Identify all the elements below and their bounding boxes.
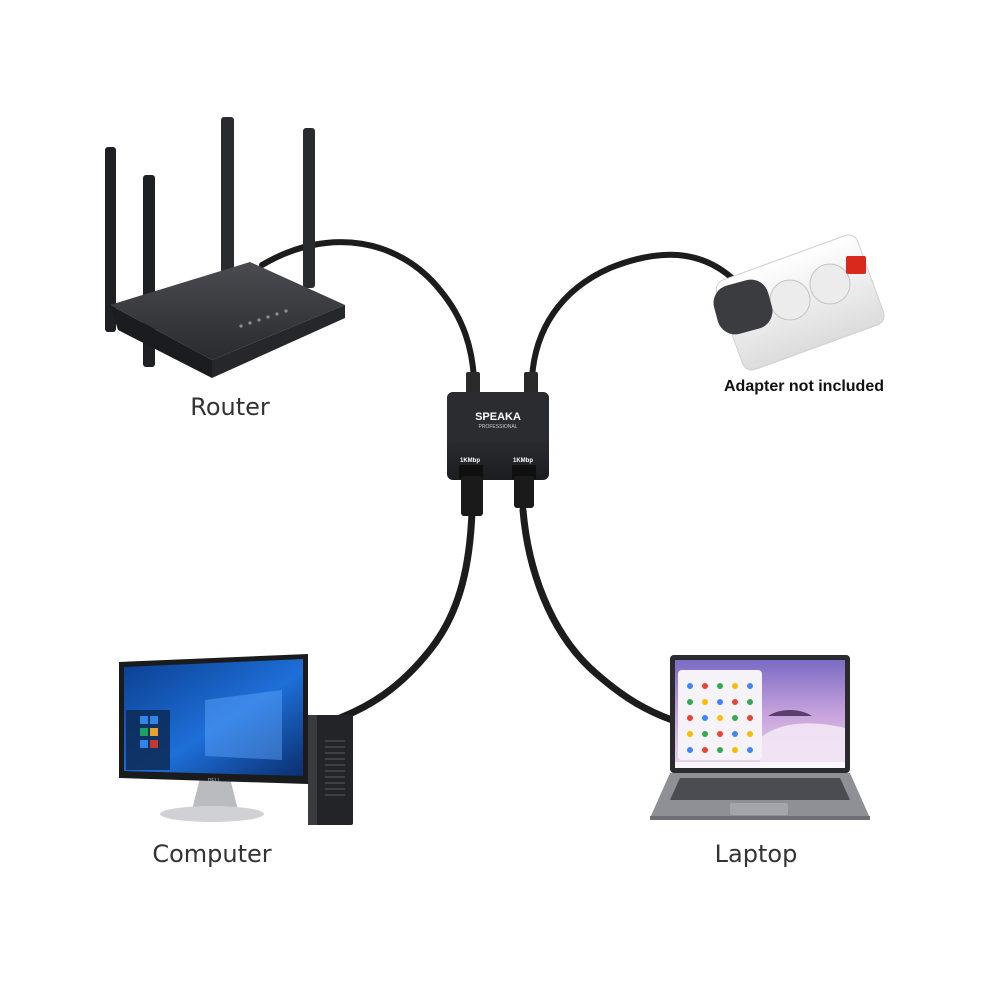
router-side (212, 305, 345, 378)
switch-port-label: 1KMbp (460, 458, 480, 464)
network-switch: SPEAKA PROFESSIONAL 1KMbp 1KMbp (447, 372, 549, 516)
rj45-plug (514, 476, 534, 508)
switch-top-face (447, 392, 549, 442)
laptop-touchpad (730, 803, 788, 815)
start-menu (126, 710, 170, 770)
laptop-shelf (675, 762, 845, 768)
power-switch-button (846, 256, 866, 274)
windows-logo-glow (205, 690, 282, 760)
power-strip (713, 234, 885, 371)
power-socket (809, 263, 851, 305)
computer-label: Computer (152, 840, 272, 868)
router-antenna (105, 147, 116, 332)
rj45-plug (461, 476, 483, 516)
router-label: Router (190, 393, 270, 421)
power-socket (769, 279, 811, 321)
switch-sub-text: PROFESSIONAL (479, 424, 518, 430)
router-antenna (221, 117, 234, 277)
monitor-stand-neck (192, 778, 238, 810)
switch-connector (524, 372, 538, 394)
cable-laptop (519, 506, 676, 724)
switch-brand-text: SPEAKA (475, 411, 521, 423)
router-leds (239, 309, 288, 328)
laptop-wallpaper-island (768, 710, 812, 716)
laptop-wallpaper-clouds (760, 723, 845, 768)
switch-port (459, 465, 483, 479)
tower-vents (325, 740, 345, 796)
laptop-front-edge (650, 816, 870, 820)
router-front (110, 305, 212, 378)
monitor-stand-base (160, 806, 264, 822)
laptop-device (650, 655, 870, 820)
router-antenna (303, 128, 315, 288)
power-plug (713, 279, 773, 335)
cable-power (529, 251, 735, 381)
switch-connector (466, 372, 480, 394)
desktop-tower-front (308, 715, 317, 825)
monitor-brand-text: DELL (208, 778, 221, 784)
laptop-keyboard (670, 778, 850, 800)
router-device (105, 117, 345, 378)
computer-device: DELL (119, 654, 353, 825)
router-body (110, 262, 345, 360)
app-icons (687, 683, 753, 753)
cables (259, 239, 735, 724)
laptop-label: Laptop (714, 840, 798, 868)
adapter-note: Adapter not included (724, 378, 884, 395)
switch-port-label: 1KMbp (513, 458, 533, 464)
switch-port (512, 465, 536, 479)
cable-computer (336, 508, 476, 722)
